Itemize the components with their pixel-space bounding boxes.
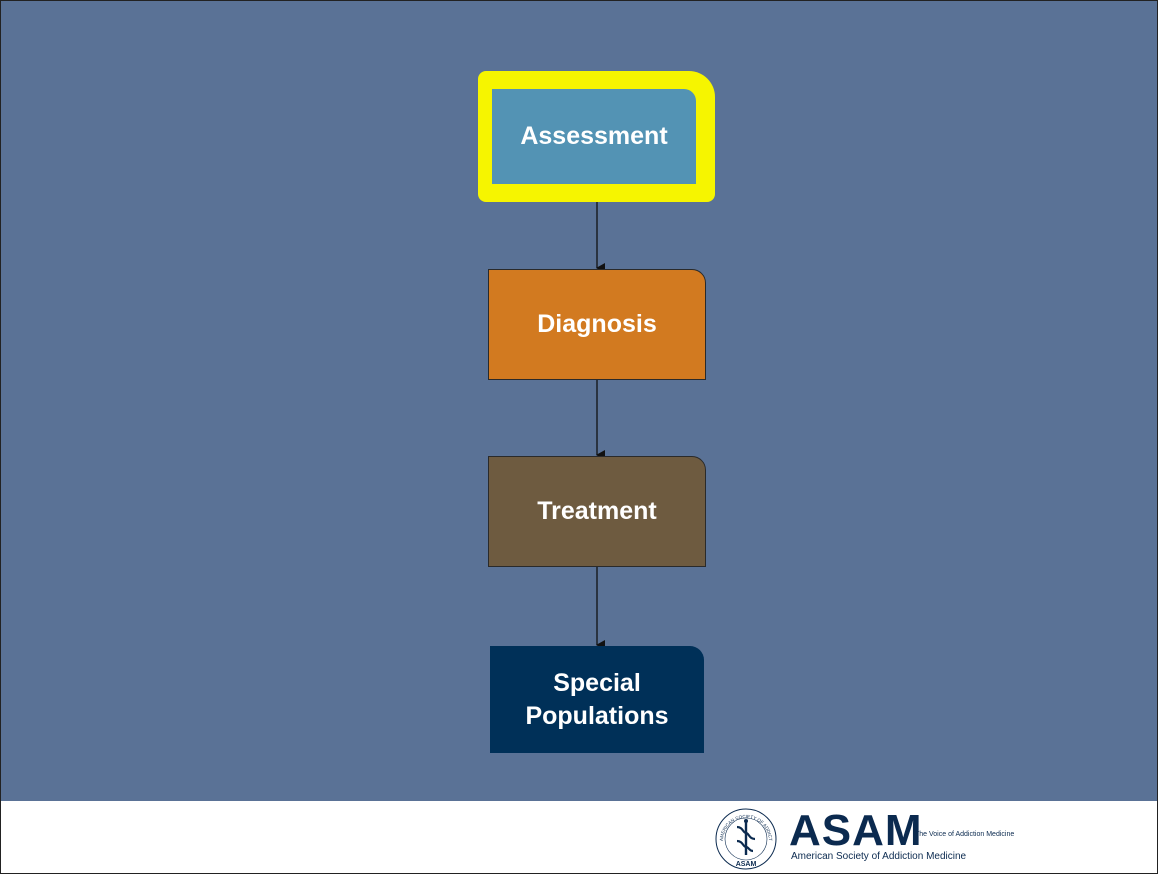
step-diagnosis-label: Diagnosis (537, 310, 657, 338)
slide-footer (1, 801, 1157, 873)
svg-text:ASAM: ASAM (736, 861, 757, 868)
step-special-populations-label: Special Populations (525, 668, 669, 730)
step-assessment-box: Assessment (492, 89, 696, 184)
asam-tagline: The Voice of Addiction Medicine (915, 831, 1015, 838)
slide-content-area: Assessment Diagnosis Treatment Special P… (1, 1, 1157, 801)
asam-logo: AMERICAN SOCIETY OF ADDICTION MEDICINE A… (713, 807, 1053, 871)
step-diagnosis-box: Diagnosis (488, 269, 706, 380)
step-treatment-box: Treatment (488, 456, 706, 567)
step-special-populations-box: Special Populations (490, 646, 704, 753)
step-assessment-label: Assessment (520, 122, 668, 150)
asam-seal-icon: AMERICAN SOCIETY OF ADDICTION MEDICINE A… (713, 807, 777, 870)
flow-connectors (596, 191, 605, 650)
asam-full-name: American Society of Addiction Medicine (791, 851, 967, 862)
step-treatment-label: Treatment (537, 497, 657, 525)
asam-wordmark: ASAM (789, 806, 923, 855)
